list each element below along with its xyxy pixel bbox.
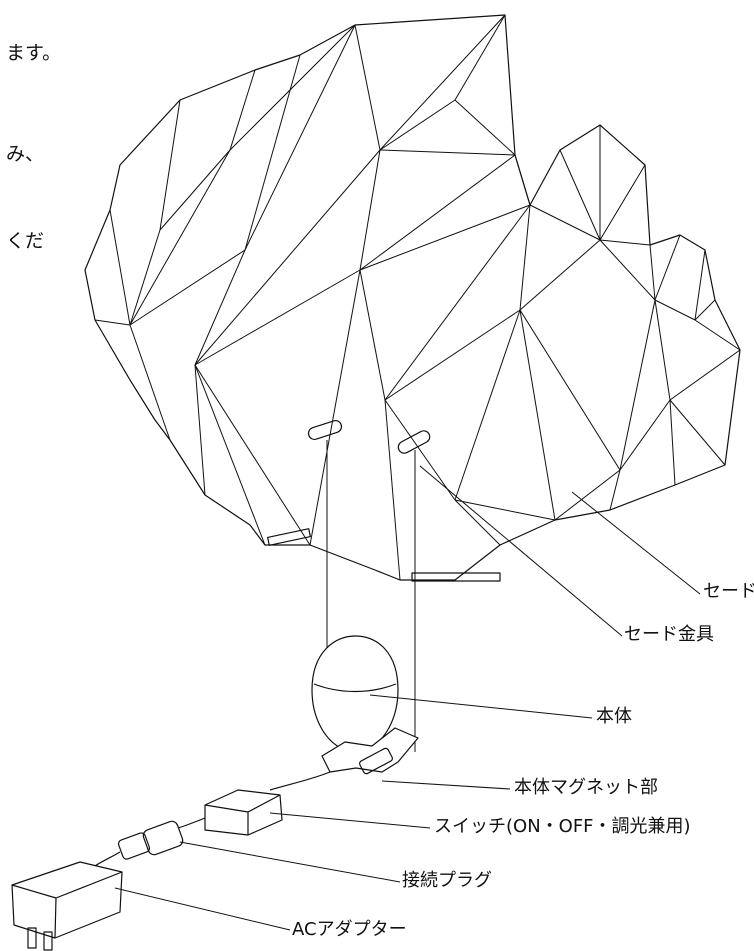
text-fragment-3: くだ bbox=[6, 230, 45, 252]
leader-lines bbox=[114, 465, 701, 931]
label-shade-bracket: セード金具 bbox=[624, 624, 714, 645]
text-fragment-1: ます。 bbox=[6, 42, 62, 64]
shade-outline bbox=[84, 14, 741, 581]
label-body: 本体 bbox=[596, 706, 632, 727]
ac-adapter bbox=[11, 861, 123, 951]
connector-plug bbox=[117, 820, 184, 860]
assembly-lines bbox=[326, 440, 416, 752]
shade-bracket-parts bbox=[267, 420, 501, 582]
text-fragment-2: み、 bbox=[6, 143, 45, 165]
lamp-body bbox=[311, 635, 399, 751]
label-magnet: 本体マグネット部 bbox=[514, 777, 658, 798]
magnet-base bbox=[321, 727, 419, 775]
label-switch: スイッチ(ON・OFF・調光兼用) bbox=[434, 816, 691, 837]
shade-facets bbox=[94, 14, 741, 581]
switch-unit bbox=[204, 789, 283, 836]
label-plug: 接続プラグ bbox=[402, 870, 492, 891]
label-adapter: ACアダプター bbox=[292, 919, 407, 940]
label-shade: セード bbox=[703, 581, 754, 602]
